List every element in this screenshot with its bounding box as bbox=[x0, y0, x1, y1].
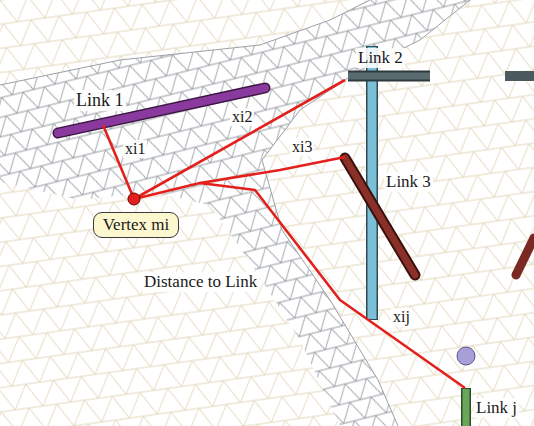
distance-symbol: xi3 bbox=[290, 138, 314, 156]
caption-note: Distance to Link bbox=[142, 272, 259, 292]
distance-symbol: xij bbox=[391, 308, 412, 326]
link-label: Link 1 bbox=[74, 90, 126, 111]
link-label: Link 2 bbox=[356, 48, 405, 68]
vertex-label: Vertex mi bbox=[103, 215, 170, 234]
distance-symbol: xi1 bbox=[123, 140, 147, 158]
link-label: Link 3 bbox=[384, 172, 433, 192]
link-label: Link j bbox=[474, 398, 519, 418]
distance-symbol: xi2 bbox=[230, 108, 254, 126]
vertex-box: Vertex mi bbox=[93, 212, 180, 238]
